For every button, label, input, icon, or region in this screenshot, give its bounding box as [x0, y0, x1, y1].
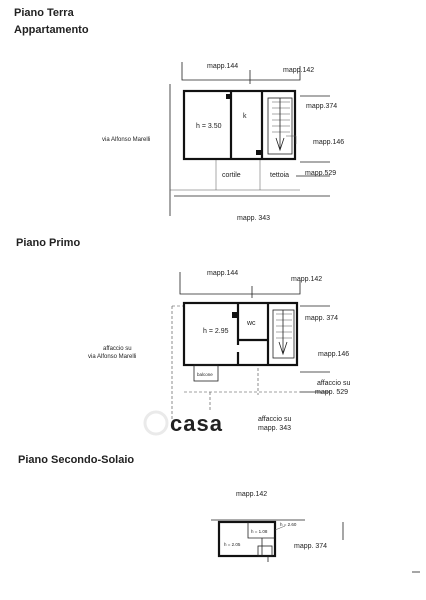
ground-floor-plan: mapp.144 mapp.142 mapp.374 mapp.146 mapp… — [102, 62, 344, 222]
first-affaccio-343-line1: affaccio su — [258, 416, 291, 423]
ground-mapp-374: mapp.374 — [306, 103, 337, 110]
first-street-affaccio-line2: via Alfonso Marelli — [88, 354, 136, 360]
first-floor-title: Piano Primo — [16, 237, 80, 249]
watermark-text: casa — [170, 411, 223, 436]
second-floor-title: Piano Secondo-Solaio — [18, 454, 134, 466]
ground-tettoia-label: tettoia — [270, 172, 289, 179]
first-mapp-374: mapp. 374 — [305, 315, 338, 322]
first-balcone-label: balcone — [197, 372, 213, 377]
ground-mapp-529: mapp.529 — [305, 170, 336, 177]
first-affaccio-529-line1: affaccio su — [317, 380, 350, 387]
ground-room-height: h = 3.50 — [196, 123, 222, 130]
ground-mapp-146: mapp.146 — [313, 139, 344, 146]
second-height-left: h = 2.05 — [224, 542, 241, 547]
ground-room-k: k — [243, 113, 247, 120]
ground-floor-title: Piano Terra — [14, 7, 75, 19]
first-affaccio-529-line2: mapp. 529 — [315, 389, 348, 396]
ground-street-label: via Alfonso Marelli — [102, 137, 150, 143]
first-affaccio-343-line2: mapp. 343 — [258, 425, 291, 432]
second-floor-plan: mapp.142 mapp. 374 h = 2.05 h = 1.08 h =… — [211, 491, 420, 573]
second-mapp-142: mapp.142 — [236, 491, 267, 498]
ground-mapp-142: mapp.142 — [283, 67, 314, 74]
first-floor-plan: mapp.144 mapp.142 mapp. 374 mapp.146 aff… — [88, 270, 350, 432]
ground-cortile-label: cortile — [222, 172, 241, 179]
first-mapp-144: mapp.144 — [207, 270, 238, 277]
ground-floor-subtitle: Appartamento — [14, 24, 89, 36]
first-mapp-142: mapp.142 — [291, 276, 322, 283]
first-mapp-146: mapp.146 — [318, 351, 349, 358]
watermark: casa — [143, 410, 223, 436]
second-height-mid: h = 1.08 — [251, 529, 268, 534]
ground-mapp-144: mapp.144 — [207, 63, 238, 70]
second-height-right: h = 2.60 — [280, 522, 297, 527]
first-room-height: h = 2.95 — [203, 328, 229, 335]
first-street-affaccio-line1: affaccio su — [103, 346, 132, 352]
first-room-wc: wc — [246, 320, 256, 327]
second-mapp-374: mapp. 374 — [294, 543, 327, 550]
ground-mapp-343: mapp. 343 — [237, 215, 270, 222]
